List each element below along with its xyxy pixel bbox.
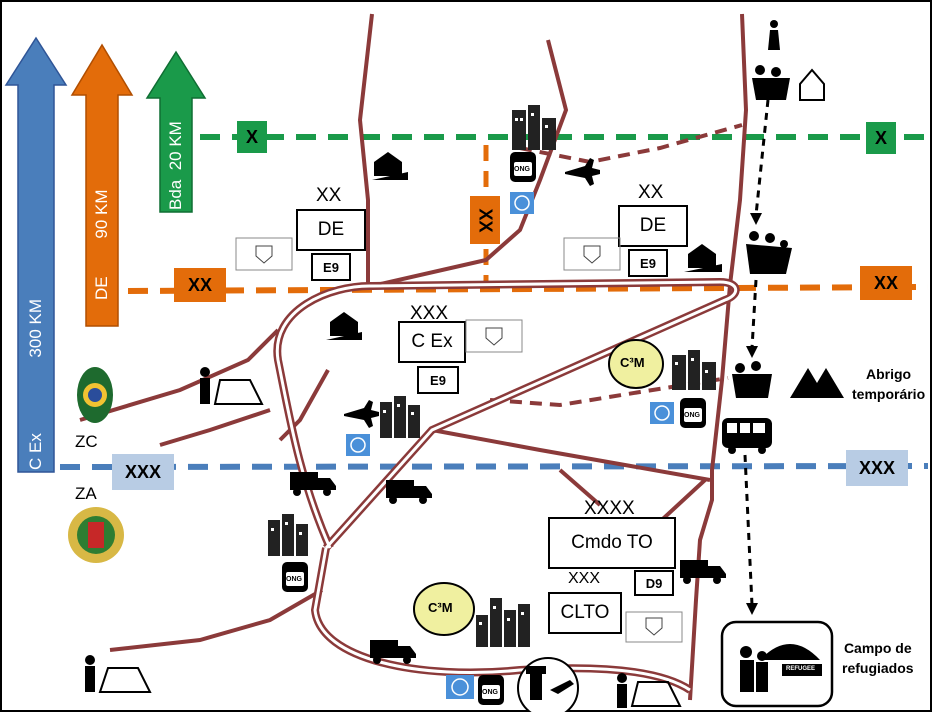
de-right-echelon: XX bbox=[638, 182, 664, 203]
ong-text-2: ONG bbox=[684, 412, 700, 419]
cex-tag-right: XXX bbox=[846, 450, 908, 486]
shield-icon bbox=[235, 237, 683, 643]
ong-text-1: ONG bbox=[514, 166, 530, 173]
city-windows bbox=[271, 113, 708, 625]
refugee-group-icon bbox=[732, 20, 844, 398]
house-icon bbox=[799, 68, 825, 101]
un-logo-icon bbox=[346, 192, 674, 699]
temporary-shelter-label: Abrigo temporário bbox=[852, 366, 926, 402]
c3m-south-circle bbox=[413, 582, 475, 636]
farm-icon bbox=[326, 152, 722, 340]
de-left-support: E9 bbox=[311, 253, 351, 281]
refugee-sign-text: REFUGEE bbox=[786, 666, 816, 672]
rural-population-icon bbox=[85, 367, 682, 708]
road-mid-east bbox=[431, 428, 711, 482]
road-south-link bbox=[558, 468, 602, 507]
ong-badge-icon bbox=[282, 152, 706, 705]
bus-icon bbox=[722, 418, 772, 454]
cmdo-to-support: D9 bbox=[634, 570, 674, 596]
de-tag-left: XX bbox=[174, 268, 226, 302]
road-southwest-2 bbox=[109, 588, 323, 652]
cex-support: E9 bbox=[417, 366, 459, 394]
c3m-north-label: C³M bbox=[620, 355, 645, 370]
truck-icon bbox=[290, 472, 726, 664]
cex-range-arrow bbox=[4, 36, 68, 473]
refugee-camp-icon bbox=[720, 620, 834, 708]
ong-text-4: ONG bbox=[482, 689, 498, 696]
airport-icon bbox=[517, 657, 579, 712]
zone-za-label: ZA bbox=[75, 484, 97, 503]
logistics-emblem-icon bbox=[68, 507, 124, 563]
planned-road-north bbox=[519, 123, 743, 165]
road-southwest bbox=[159, 408, 271, 447]
cex-boundary-line bbox=[59, 463, 929, 470]
clto-echelon: XXX bbox=[568, 570, 601, 587]
clto-unit: CLTO bbox=[548, 592, 622, 634]
city-icon bbox=[268, 105, 716, 647]
road-north-left bbox=[357, 13, 374, 285]
bda-tag-right: X bbox=[866, 122, 896, 154]
planned-road-east bbox=[489, 376, 729, 408]
army-emblem-icon bbox=[77, 367, 113, 423]
refugee-camp-label: Campo de refugiados bbox=[842, 640, 914, 676]
cmdo-to-echelon: XXXX bbox=[584, 498, 635, 519]
bda-tag-left: X bbox=[237, 121, 267, 153]
zone-zc-label: ZC bbox=[75, 432, 98, 451]
road-nw-mid bbox=[278, 369, 330, 442]
de-right-unit: DE bbox=[618, 205, 688, 247]
de-right-support: E9 bbox=[628, 249, 668, 277]
cex-unit: C Ex bbox=[398, 321, 466, 363]
de-tag-vertical: XX bbox=[470, 196, 500, 244]
bda-range-arrow bbox=[145, 50, 207, 213]
refugee-flow-2 bbox=[750, 279, 758, 349]
de-boundary-line bbox=[127, 284, 929, 294]
cex-echelon: XXX bbox=[410, 303, 449, 324]
flow-arrowheads bbox=[746, 213, 762, 615]
c3m-north-circle bbox=[608, 339, 664, 389]
de-left-echelon: XX bbox=[316, 185, 342, 206]
de-range-arrow bbox=[70, 43, 134, 327]
airplane-icon bbox=[344, 158, 600, 428]
cmdo-to-unit: Cmdo TO bbox=[548, 517, 676, 569]
de-tag-right: XX bbox=[860, 266, 912, 300]
refugee-flow-1 bbox=[754, 99, 770, 216]
c3m-south-label: C³M bbox=[428, 600, 453, 615]
highway-inner bbox=[275, 280, 738, 692]
ong-text-3: ONG bbox=[286, 576, 302, 583]
road-west bbox=[79, 328, 280, 422]
de-left-unit: DE bbox=[296, 209, 366, 251]
cex-tag-left: XXX bbox=[112, 454, 174, 490]
